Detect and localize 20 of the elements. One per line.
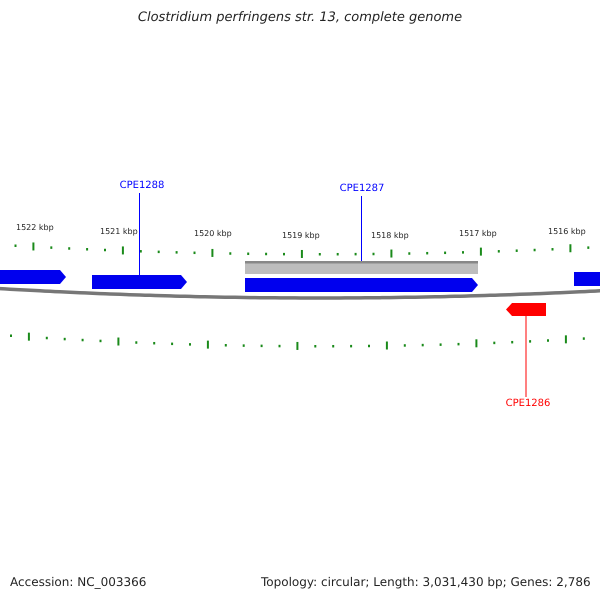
gene-feature [92,275,187,289]
scale-label: 1517 kbp [459,229,497,238]
title: Clostridium perfringens str. 13, complete genome [136,10,464,25]
scale-label: 1520 kbp [194,229,232,238]
leader-line [139,192,140,276]
gene-label: CPE1286 [504,397,552,411]
scale-label: 1519 kbp [282,231,320,240]
feature-bar [245,261,478,274]
scale-label: 1521 kbp [100,227,138,236]
gene-feature [245,278,478,292]
scale-label: 1522 kbp [16,223,54,232]
leader-line [361,196,362,262]
gene-feature [506,303,546,316]
info-text: Accession: NC_003366 [10,575,146,589]
gene-label: CPE1288 [118,179,166,193]
scale-label: 1516 kbp [548,227,586,236]
info-text: Topology: circular; Length: 3,031,430 bp; Genes: 2,786 [261,575,591,589]
scale-label: 1518 kbp [371,231,409,240]
gene-feature [0,270,66,284]
gene-label: CPE1287 [338,182,386,196]
